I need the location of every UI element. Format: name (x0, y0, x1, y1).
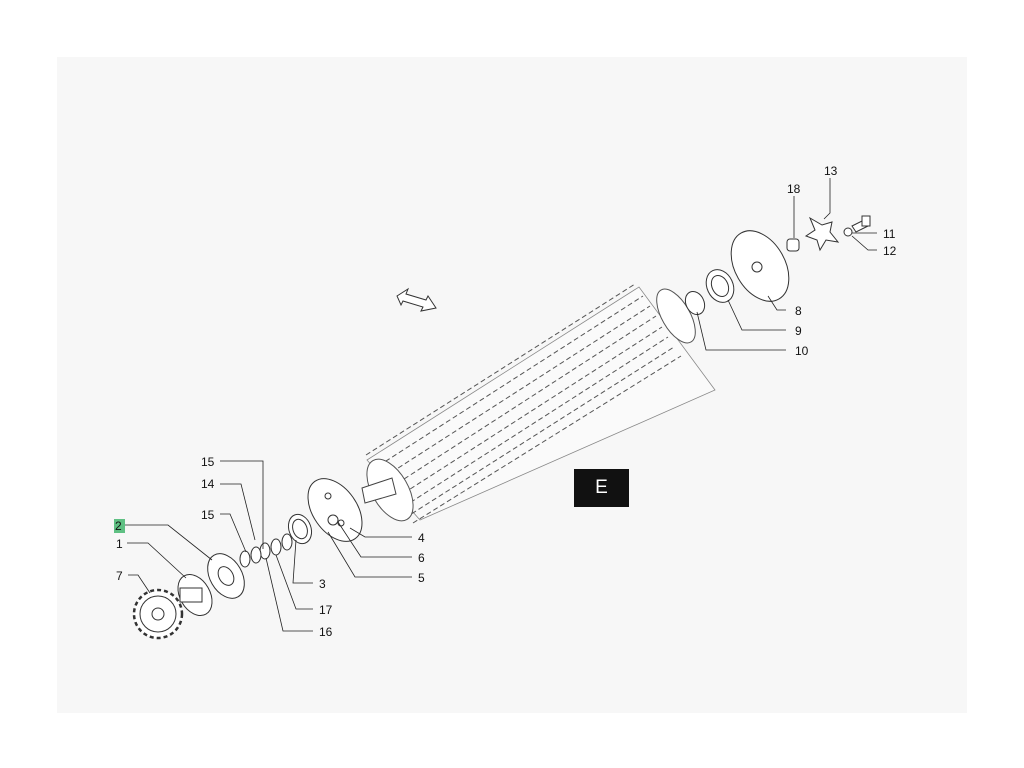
bearing-left (287, 513, 313, 545)
callout-labels: 2 1 7 15 14 15 3 17 16 4 6 5 8 9 10 11 1… (115, 164, 897, 639)
callout-13: 13 (824, 164, 838, 178)
callout-3: 3 (319, 577, 326, 591)
callout-1: 1 (116, 537, 123, 551)
section-badge: E (574, 469, 629, 507)
seal-rings (239, 533, 293, 568)
callout-12: 12 (883, 244, 897, 258)
hub-plate (207, 553, 245, 599)
bearing-right (705, 269, 735, 303)
ring-right (684, 290, 706, 316)
bolt (851, 215, 871, 233)
cross-plate (804, 216, 840, 252)
callout-16: 16 (319, 625, 333, 639)
bushing (786, 238, 800, 252)
leader-lines (125, 178, 877, 632)
callout-10: 10 (795, 344, 809, 358)
callout-18: 18 (787, 182, 801, 196)
highlight-marker (114, 519, 125, 533)
callout-15-top: 15 (201, 455, 215, 469)
callout-8: 8 (795, 304, 802, 318)
sprocket (132, 588, 184, 640)
callout-5: 5 (418, 571, 425, 585)
callout-9: 9 (795, 324, 802, 338)
callout-17: 17 (319, 603, 333, 617)
roller-drum (361, 283, 716, 524)
callout-15-bottom: 15 (201, 508, 215, 522)
callout-6: 6 (418, 551, 425, 565)
callout-7: 7 (116, 569, 123, 583)
direction-arrow-icon (396, 287, 437, 312)
callout-11: 11 (883, 227, 896, 241)
washer (843, 227, 853, 237)
callout-2: 2 (115, 519, 122, 533)
callout-14: 14 (201, 477, 215, 491)
callout-4: 4 (418, 531, 425, 545)
end-disc (730, 230, 790, 302)
flange-plate (307, 478, 363, 542)
